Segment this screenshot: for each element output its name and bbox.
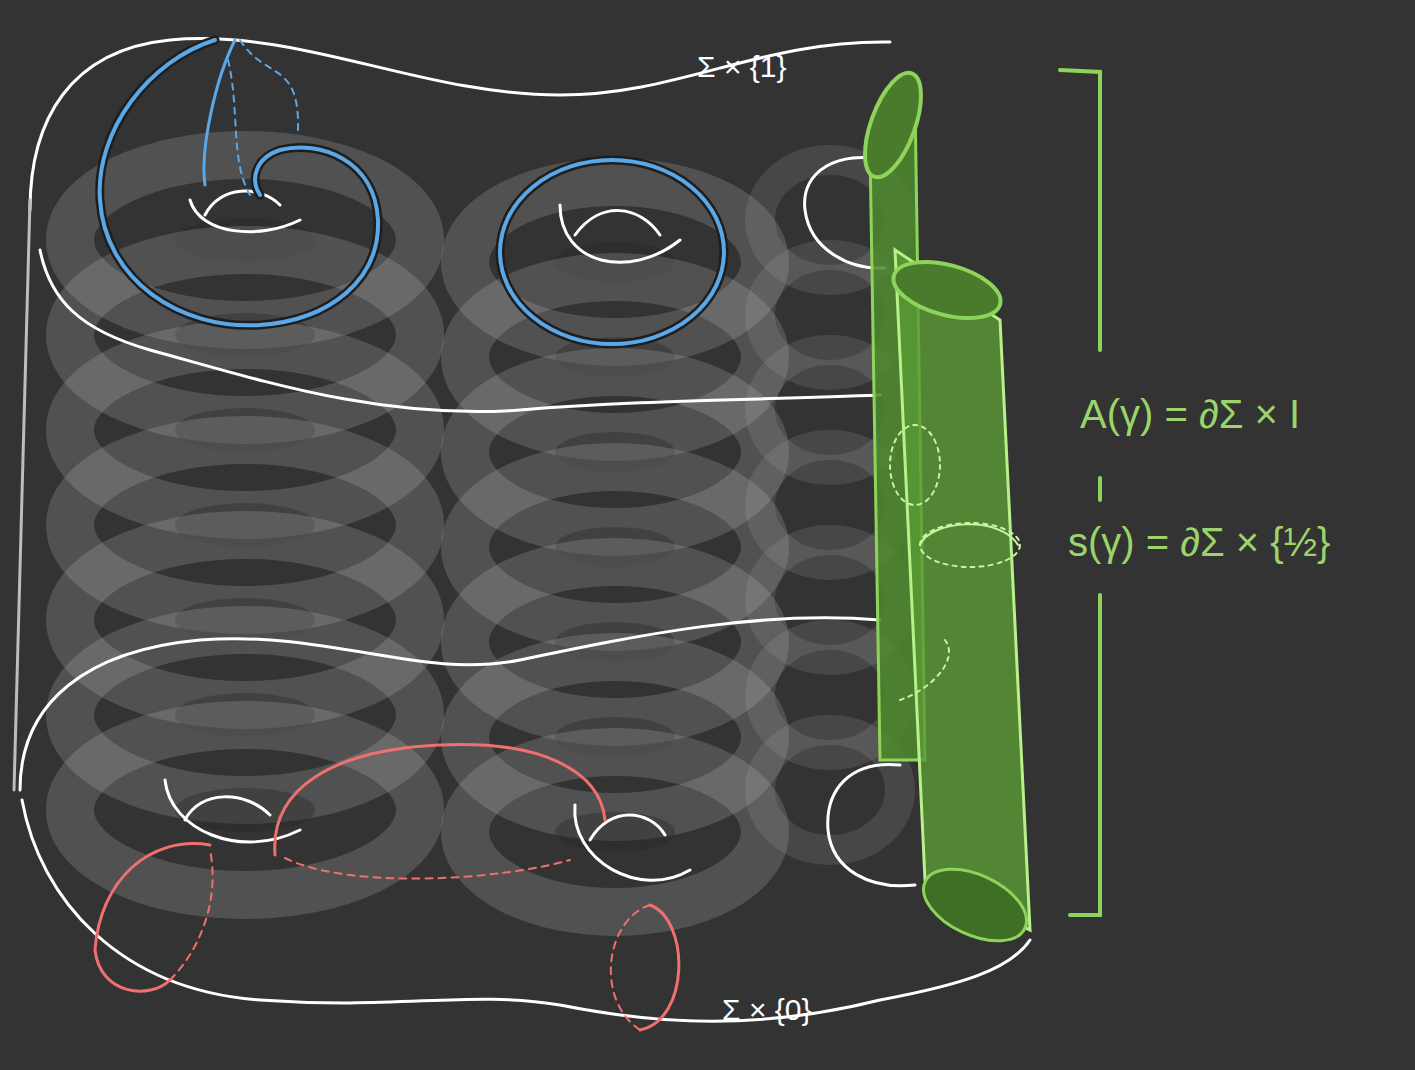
top-surface	[14, 39, 890, 790]
ghost-surface	[70, 725, 900, 912]
blue-curves	[100, 40, 724, 344]
stacked-surface-copies	[70, 155, 900, 912]
green-bracket	[1060, 70, 1100, 915]
curve-label: s(γ) = ∂Σ × {½}	[1068, 520, 1330, 564]
green-annulus	[854, 66, 1038, 956]
surface-label: Σ × {1}	[697, 50, 786, 83]
surface-label: Σ × {0}	[722, 993, 811, 1026]
red-curves	[95, 744, 679, 1030]
annulus-label: A(γ) = ∂Σ × I	[1080, 392, 1300, 436]
